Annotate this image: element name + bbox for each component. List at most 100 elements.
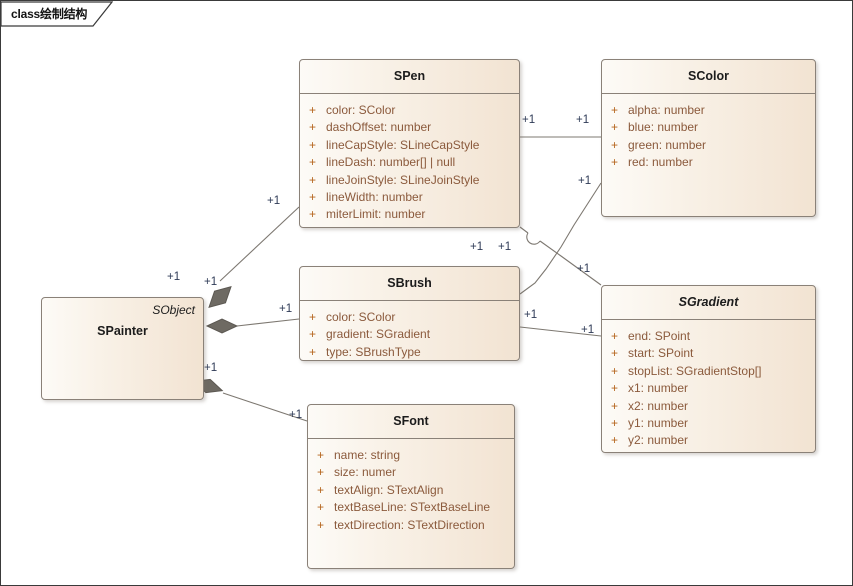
multiplicity-sbrush-sgradient-source: +1 bbox=[577, 263, 591, 275]
connector-spainter-sbrush[interactable] bbox=[236, 318, 300, 327]
class-attributes-scolor: + alpha: number + blue: number + green: … bbox=[602, 94, 815, 173]
attribute-row: + y1: number bbox=[602, 416, 815, 433]
visibility-marker: + bbox=[317, 465, 325, 480]
attribute-text: lineWidth: number bbox=[326, 189, 423, 204]
visibility-marker: + bbox=[309, 207, 317, 222]
visibility-marker: + bbox=[309, 155, 317, 170]
class-box-sgradient[interactable]: SGradient + end: SPoint + start: SPoint … bbox=[601, 285, 816, 453]
visibility-marker: + bbox=[611, 329, 619, 343]
attribute-text: end: SPoint bbox=[628, 329, 691, 343]
multiplicity-spen-target: +1 bbox=[167, 271, 181, 283]
attribute-text: stopList: SGradientStop[] bbox=[628, 363, 762, 378]
attribute-row: + alpha: number bbox=[602, 103, 815, 120]
attribute-row: + textDirection: STextDirection bbox=[308, 518, 514, 535]
attribute-row: + lineJoinStyle: SLineJoinStyle bbox=[300, 173, 519, 190]
connector-sbrush-scolor[interactable] bbox=[519, 182, 602, 295]
class-box-sfont[interactable]: SFont + name: string + size: numer + tex… bbox=[307, 404, 515, 569]
attribute-text: alpha: number bbox=[628, 103, 705, 117]
attribute-text: color: SColor bbox=[326, 103, 396, 117]
attribute-row: + x1: number bbox=[602, 381, 815, 398]
attribute-text: textBaseLine: STextBaseLine bbox=[334, 500, 491, 515]
visibility-marker: + bbox=[611, 155, 619, 170]
class-title-sbrush: SBrush bbox=[300, 267, 519, 301]
multiplicity-spainter-spen-source: +1 bbox=[267, 195, 281, 207]
attribute-row: + textAlign: STextAlign bbox=[308, 483, 514, 500]
visibility-marker: + bbox=[309, 189, 317, 204]
attribute-text: blue: number bbox=[628, 120, 699, 135]
connector-spainter-spen[interactable] bbox=[219, 206, 300, 282]
attribute-row: + end: SPoint bbox=[602, 329, 815, 346]
attribute-text: x2: number bbox=[628, 398, 689, 413]
attribute-row: + name: string bbox=[308, 448, 514, 465]
visibility-marker: + bbox=[317, 500, 325, 515]
connector-line-hop bbox=[526, 232, 541, 245]
connector-spainter-sfont[interactable] bbox=[222, 392, 308, 422]
attribute-row: + miterLimit: number bbox=[300, 207, 519, 224]
attribute-text: x1: number bbox=[628, 381, 689, 396]
class-box-scolor[interactable]: SColor + alpha: number + blue: number + … bbox=[601, 59, 816, 217]
attribute-row: + stopList: SGradientStop[] bbox=[602, 364, 815, 381]
attribute-row: + color: SColor bbox=[300, 103, 519, 120]
attribute-text: lineCapStyle: SLineCapStyle bbox=[326, 137, 480, 152]
attribute-row: + green: number bbox=[602, 138, 815, 155]
attribute-text: lineJoinStyle: SLineJoinStyle bbox=[326, 172, 480, 187]
attribute-text: size: numer bbox=[334, 465, 397, 480]
attribute-row: + lineCapStyle: SLineCapStyle bbox=[300, 138, 519, 155]
multiplicity-spainter-sbrush-source: +1 bbox=[498, 241, 512, 253]
class-attributes-sfont: + name: string + size: numer + textAlign… bbox=[308, 439, 514, 535]
attribute-text: name: string bbox=[334, 448, 401, 462]
visibility-marker: + bbox=[611, 363, 619, 378]
attribute-row: + lineDash: number[] | null bbox=[300, 155, 519, 172]
attribute-text: green: number bbox=[628, 137, 707, 152]
visibility-marker: + bbox=[611, 346, 619, 361]
attribute-row: + size: numer bbox=[308, 465, 514, 482]
attribute-text: textAlign: STextAlign bbox=[334, 482, 444, 497]
class-box-sbrush[interactable]: SBrush + color: SColor + gradient: SGrad… bbox=[299, 266, 520, 361]
visibility-marker: + bbox=[309, 344, 317, 359]
connector-spen-sgradient-a[interactable] bbox=[519, 226, 529, 234]
composition-diamond-spen bbox=[208, 286, 232, 308]
connector-sbrush-sgradient[interactable] bbox=[519, 326, 602, 337]
class-title-sfont: SFont bbox=[308, 405, 514, 439]
multiplicity-scolor-target-top: +1 bbox=[576, 114, 590, 126]
class-stereotype-spainter: SObject bbox=[152, 303, 195, 317]
multiplicity-sfont-source: +1 bbox=[289, 409, 303, 421]
visibility-marker: + bbox=[611, 398, 619, 413]
class-box-spainter[interactable]: SObject SPainter bbox=[41, 297, 204, 400]
visibility-marker: + bbox=[317, 517, 325, 532]
attribute-row: + start: SPoint bbox=[602, 346, 815, 363]
class-attributes-sgradient: + end: SPoint + start: SPoint + stopList… bbox=[602, 320, 815, 451]
multiplicity-sbrush-scolor-source: +1 bbox=[470, 241, 484, 253]
visibility-marker: + bbox=[611, 381, 619, 396]
class-box-spen[interactable]: SPen + color: SColor + dashOffset: numbe… bbox=[299, 59, 520, 228]
visibility-marker: + bbox=[317, 482, 325, 497]
attribute-row: + color: SColor bbox=[300, 310, 519, 327]
class-title-spen: SPen bbox=[300, 60, 519, 94]
class-attributes-sbrush: + color: SColor + gradient: SGradient + … bbox=[300, 301, 519, 362]
visibility-marker: + bbox=[317, 448, 325, 462]
attribute-text: type: SBrushType bbox=[326, 344, 421, 359]
attribute-row: + blue: number bbox=[602, 120, 815, 137]
visibility-marker: + bbox=[309, 137, 317, 152]
attribute-text: y1: number bbox=[628, 415, 689, 430]
connector-spen-sgradient-b[interactable] bbox=[539, 240, 602, 286]
visibility-marker: + bbox=[611, 137, 619, 152]
multiplicity-spainter-sfont-source: +1 bbox=[581, 324, 595, 336]
attribute-row: + dashOffset: number bbox=[300, 120, 519, 137]
multiplicity-sfont-target: +1 bbox=[204, 362, 218, 374]
class-title-spainter: SPainter bbox=[97, 324, 148, 338]
visibility-marker: + bbox=[309, 103, 317, 117]
diagram-title: class绘制结构 bbox=[11, 7, 88, 21]
attribute-text: dashOffset: number bbox=[326, 120, 432, 135]
visibility-marker: + bbox=[309, 327, 317, 342]
attribute-row: + textBaseLine: STextBaseLine bbox=[308, 500, 514, 517]
visibility-marker: + bbox=[611, 120, 619, 135]
class-title-sgradient: SGradient bbox=[602, 286, 815, 320]
frame-tab-shape bbox=[1, 1, 113, 27]
attribute-row: + type: SBrushType bbox=[300, 345, 519, 362]
attribute-row: + gradient: SGradient bbox=[300, 327, 519, 344]
attribute-row: + lineWidth: number bbox=[300, 190, 519, 207]
attribute-text: y2: number bbox=[628, 433, 689, 448]
attribute-text: start: SPoint bbox=[628, 346, 694, 361]
attribute-text: color: SColor bbox=[326, 310, 396, 324]
